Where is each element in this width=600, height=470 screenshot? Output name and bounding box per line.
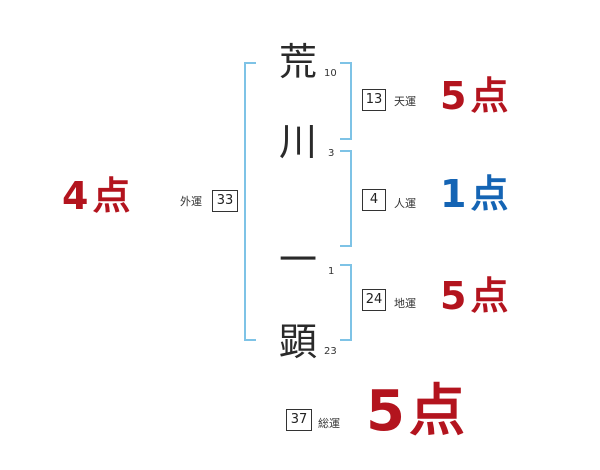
earth-fortune-count: 24	[362, 289, 386, 311]
name-char-4: 顕	[278, 320, 317, 364]
earth-fortune-label: 地運	[394, 297, 416, 310]
total-fortune-label: 総運	[318, 417, 340, 430]
heaven-score-unit: 点	[470, 74, 509, 118]
heaven-fortune-count: 13	[362, 89, 386, 111]
name-char-1: 荒	[278, 40, 317, 84]
earth-score-value: 5	[440, 274, 467, 318]
outer-bracket	[244, 62, 256, 341]
outer-score-value: 4	[62, 174, 89, 218]
outer-fortune-label: 外運	[180, 195, 202, 208]
stroke-count-2: 3	[328, 148, 335, 159]
heaven-score-value: 5	[440, 74, 467, 118]
heaven-fortune-label: 天運	[394, 95, 416, 108]
person-fortune-label: 人運	[394, 197, 416, 210]
person-score-unit: 点	[470, 172, 509, 216]
outer-fortune-count: 33	[212, 190, 238, 212]
total-score-unit: 点	[408, 379, 465, 444]
stroke-count-1: 10	[324, 68, 337, 79]
person-fortune-count: 4	[362, 189, 386, 211]
earth-score-unit: 点	[470, 274, 509, 318]
earth-bracket	[340, 264, 352, 341]
person-score-value: 1	[440, 172, 467, 216]
stroke-count-4: 23	[324, 346, 337, 357]
name-char-2: 川	[278, 120, 317, 164]
name-char-3: 一	[278, 238, 317, 282]
heaven-bracket	[340, 62, 352, 140]
person-bracket	[340, 150, 352, 247]
total-fortune-score: 5点	[366, 380, 465, 444]
total-fortune-count: 37	[286, 409, 312, 431]
total-score-value: 5	[366, 379, 405, 444]
stroke-count-3: 1	[328, 266, 335, 277]
outer-score-unit: 点	[92, 174, 131, 218]
